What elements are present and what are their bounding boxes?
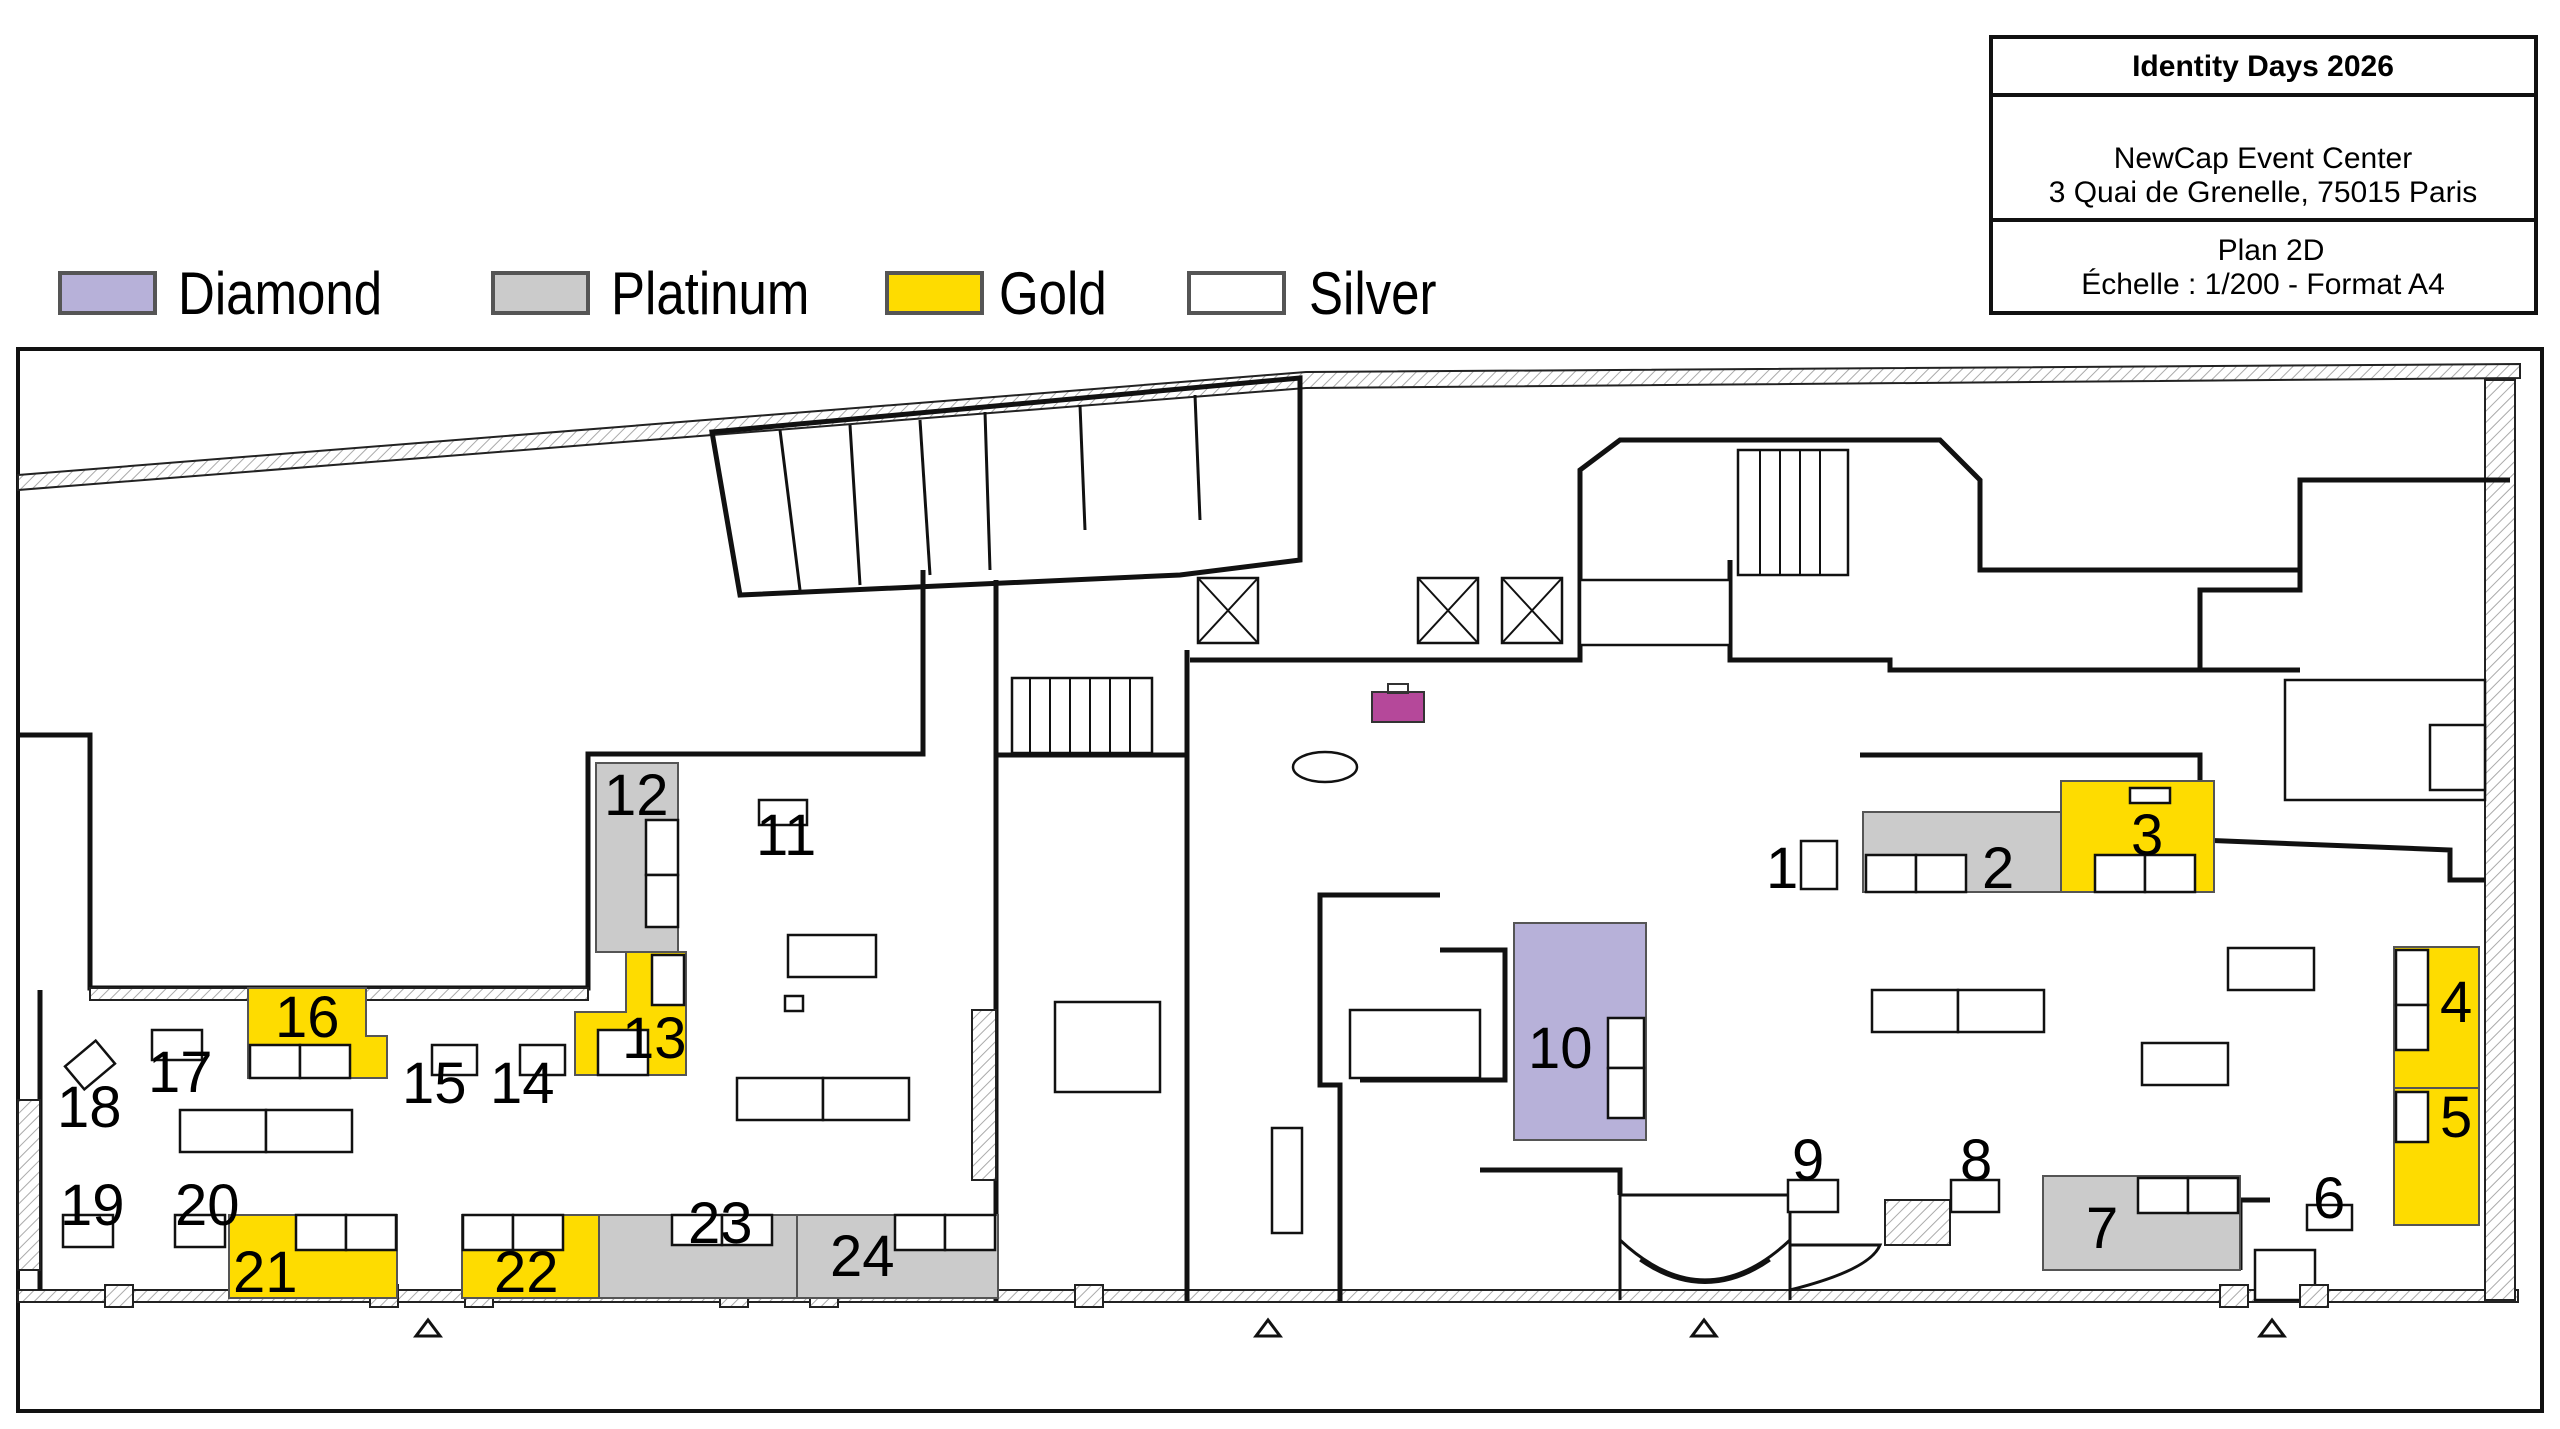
booth-number-7[interactable]: 7 xyxy=(2086,1196,2118,1261)
furniture xyxy=(61,786,2430,1252)
entrance-arrow-icon xyxy=(1689,1317,1719,1338)
booth-number-6[interactable]: 6 xyxy=(2313,1166,2345,1231)
booth-numbers: 1 2 3 4 5 6 7 8 9 10 11 12 13 14 15 16 1… xyxy=(57,763,2472,1305)
booth-number-23[interactable]: 23 xyxy=(688,1191,753,1256)
booth-number-19[interactable]: 19 xyxy=(60,1173,125,1238)
entrance-arrow-icon xyxy=(2257,1317,2287,1338)
booth-number-18[interactable]: 18 xyxy=(57,1075,122,1140)
booth-number-10[interactable]: 10 xyxy=(1528,1016,1593,1081)
plan-scale: Échelle : 1/200 - Format A4 xyxy=(2081,268,2445,301)
plan-type: Plan 2D xyxy=(2218,234,2325,267)
booth-number-24[interactable]: 24 xyxy=(830,1224,895,1289)
legend-swatch-silver xyxy=(1187,271,1286,315)
event-title: Identity Days 2026 xyxy=(2132,50,2394,83)
cloakroom-briefcase-icon xyxy=(1371,683,1425,723)
booth-number-15[interactable]: 15 xyxy=(402,1051,467,1116)
booth-number-5[interactable]: 5 xyxy=(2440,1085,2472,1150)
booth-number-16[interactable]: 16 xyxy=(275,985,340,1050)
booth-number-1[interactable]: 1 xyxy=(1766,836,1798,901)
title-block: Identity Days 2026 NewCap Event Center 3… xyxy=(1989,35,2538,315)
booth-number-12[interactable]: 12 xyxy=(604,763,669,828)
legend-label-platinum: Platinum xyxy=(611,260,809,327)
entrance-arrow-icon xyxy=(413,1317,443,1338)
booth-number-20[interactable]: 20 xyxy=(175,1173,240,1238)
legend-label-diamond: Diamond xyxy=(178,260,382,327)
booth-number-3[interactable]: 3 xyxy=(2131,803,2163,868)
legend-swatch-diamond xyxy=(58,271,157,315)
legend-label-gold: Gold xyxy=(999,260,1107,327)
booth-number-17[interactable]: 17 xyxy=(148,1040,213,1105)
entrance-arrow-icon xyxy=(1253,1317,1283,1338)
venue-name: NewCap Event Center xyxy=(2114,142,2412,175)
legend-swatch-gold xyxy=(885,271,984,315)
plan-frame xyxy=(16,347,2544,1413)
legend-swatch-platinum xyxy=(491,271,590,315)
booth-number-8[interactable]: 8 xyxy=(1960,1128,1992,1193)
legend-label-silver: Silver xyxy=(1309,260,1437,327)
building-walls xyxy=(17,362,2521,1308)
booth-number-21[interactable]: 21 xyxy=(233,1240,298,1305)
entrance-markers xyxy=(413,1317,2287,1338)
booth-number-9[interactable]: 9 xyxy=(1792,1128,1824,1193)
booth-number-13[interactable]: 13 xyxy=(622,1006,687,1071)
booth-number-4[interactable]: 4 xyxy=(2440,970,2472,1035)
venue-address: 3 Quai de Grenelle, 75015 Paris xyxy=(2049,176,2478,209)
booth-number-11[interactable]: 11 xyxy=(756,803,816,868)
booth-number-22[interactable]: 22 xyxy=(494,1240,559,1305)
booth-number-2[interactable]: 2 xyxy=(1982,836,2014,901)
legend: Diamond Platinum Gold Silver xyxy=(58,260,1437,327)
booth-number-14[interactable]: 14 xyxy=(490,1051,555,1116)
